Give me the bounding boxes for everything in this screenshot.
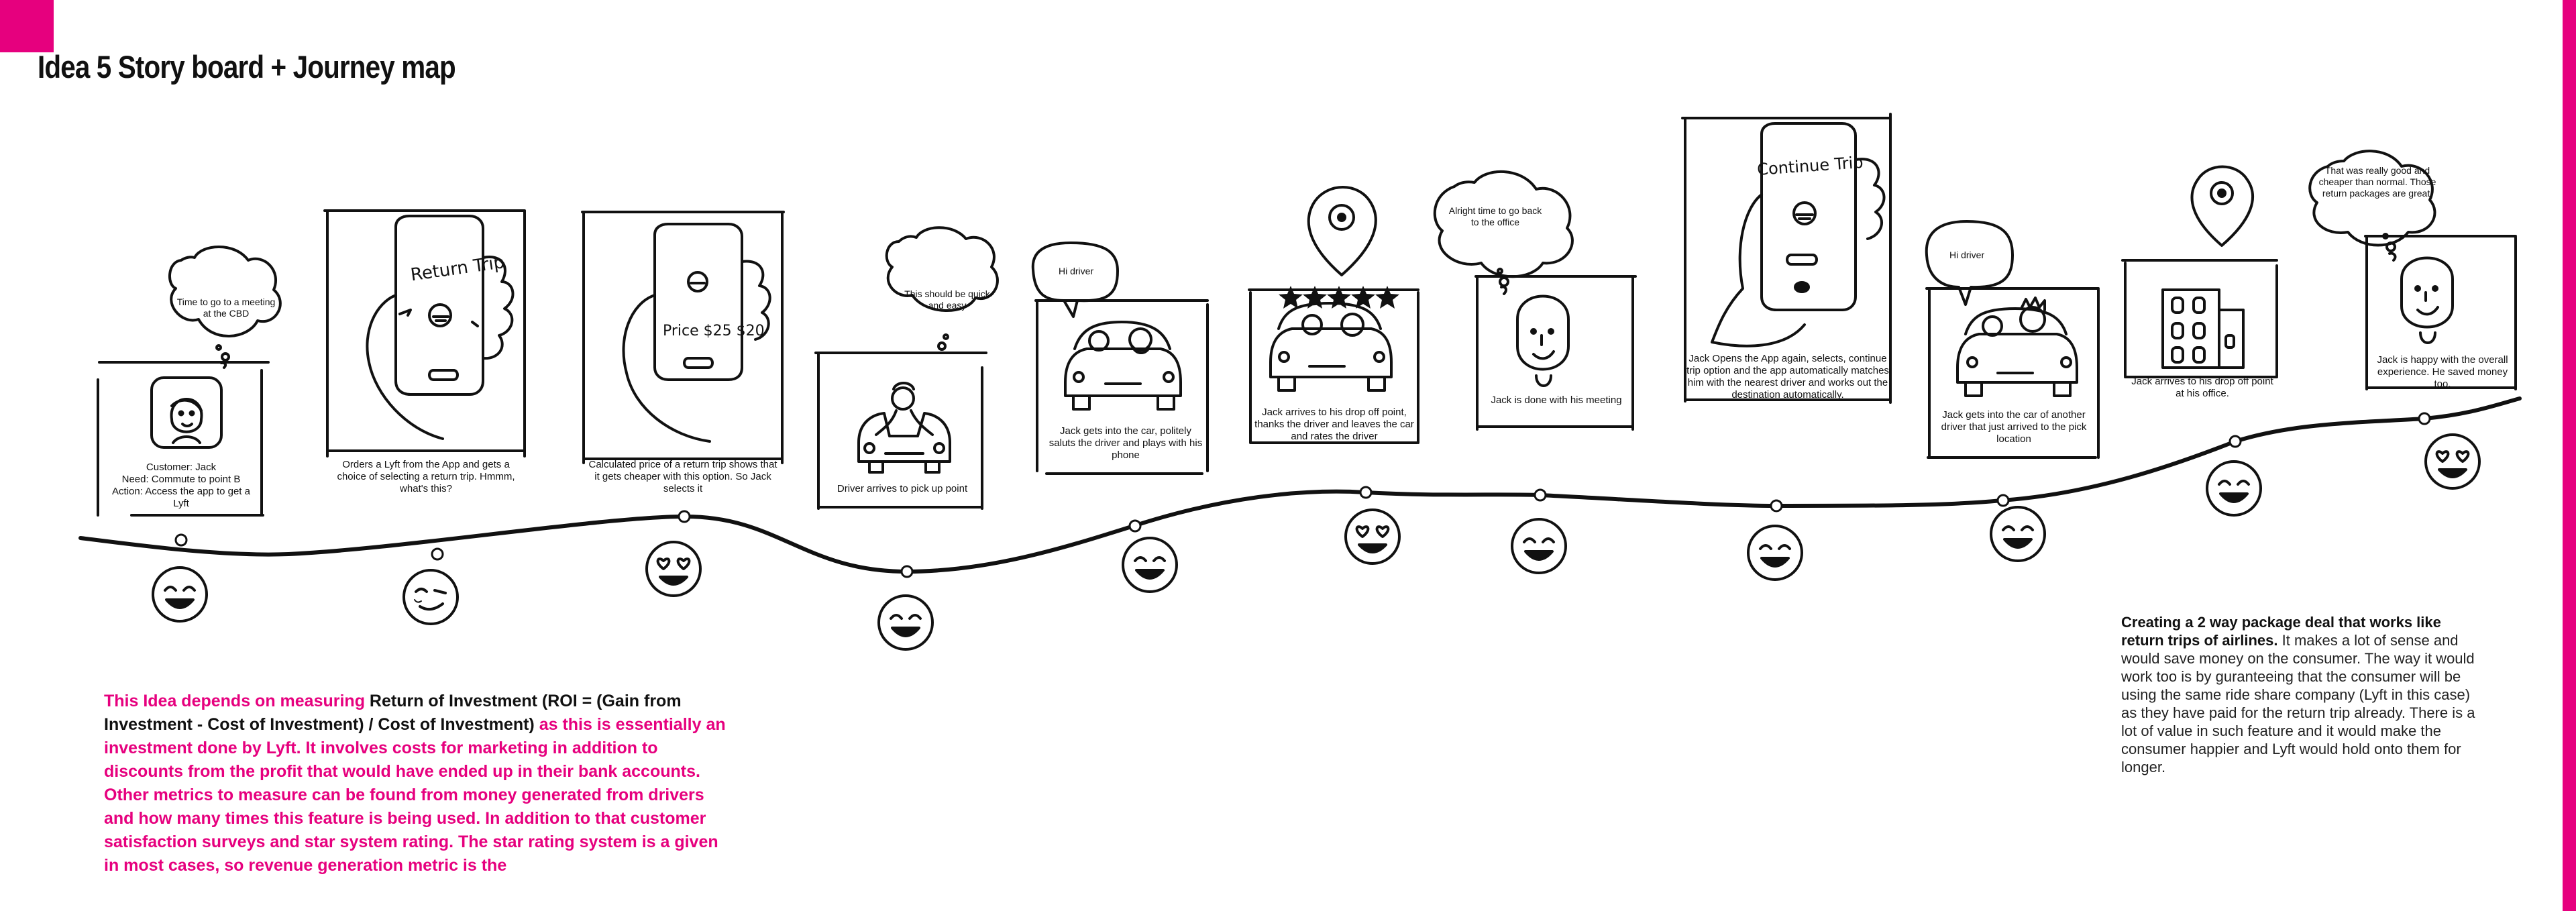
caption-6: Jack arrives to his drop off point, than… <box>1254 407 1414 442</box>
corner-accent <box>0 0 54 52</box>
phone-text-return-trip: Return Trip <box>409 252 506 285</box>
thought-bubble <box>168 246 282 337</box>
hand-holding-phone-icon <box>622 223 771 443</box>
person-face-icon <box>2400 256 2454 344</box>
caption-4: Driver arrives to pick up point <box>837 483 968 494</box>
person-face-icon <box>1516 294 1570 387</box>
emotion-face-wink-icon <box>402 569 459 625</box>
emotion-face-smile-icon <box>1511 518 1567 574</box>
journey-curve <box>78 396 2522 574</box>
phone-text-price: Price $25 $20 <box>663 323 765 339</box>
emotion-face-smile-icon <box>2206 460 2262 517</box>
roi-formula: Return of Investment (ROI = (Gain from I… <box>104 692 682 734</box>
panel-7 <box>1433 170 1637 431</box>
phone-text-continue-trip: Continue Trip <box>1756 153 1864 179</box>
emotion-face-smile-icon <box>152 566 208 623</box>
location-pin-icon <box>2190 165 2254 247</box>
thought-bubble <box>2308 150 2436 247</box>
thought-text-7: Alright time to go back to the office <box>1448 205 1542 227</box>
panel-1 <box>97 246 282 517</box>
roi-rest: as this is essentially an investment don… <box>104 715 726 875</box>
emotion-face-heart-eyes-icon <box>645 541 702 597</box>
panel-3 <box>581 211 785 464</box>
emotion-face-smile-icon <box>877 594 934 651</box>
emotion-faces <box>152 433 2481 651</box>
caption-3: Calculated price of a return trip shows … <box>588 459 777 494</box>
caption-8: Jack Opens the App again, selects, conti… <box>1686 353 1889 400</box>
thought-text-1: Time to go to a meeting at the CBD <box>176 297 276 319</box>
panel-10 <box>2121 165 2278 378</box>
emotion-face-smile-icon <box>1747 525 1803 581</box>
panel-4 <box>814 226 999 510</box>
emotion-face-heart-eyes-icon <box>1344 508 1401 565</box>
speech-bubble <box>1031 242 1119 318</box>
roi-lead: This Idea depends on measuring <box>104 692 370 710</box>
thought-text-11: That was really good and cheaper than no… <box>2318 165 2436 199</box>
panel-6 <box>1248 186 1419 444</box>
concept-heading: Creating a 2 way package deal that works… <box>2121 614 2441 649</box>
panel-8 <box>1681 113 1892 404</box>
panel-11 <box>2308 150 2517 390</box>
caption-7: Jack is done with his meeting <box>1491 394 1622 406</box>
caption-11: Jack is happy with the overall experienc… <box>2377 354 2508 390</box>
office-building-icon <box>2161 288 2245 369</box>
thought-text-4: This should be quick and easy <box>904 288 990 311</box>
car-with-passengers-icon <box>1064 321 1182 411</box>
roi-paragraph: This Idea depends on measuring Return of… <box>104 690 728 877</box>
emotion-face-smile-icon <box>1122 537 1178 593</box>
hand-holding-phone-icon <box>366 215 515 440</box>
thought-bubble <box>1433 170 1574 278</box>
caption-9: Jack gets into the car of another driver… <box>1941 409 2087 445</box>
journey-nodes <box>174 412 2431 578</box>
caption-1: Customer: Jack Need: Commute to point B … <box>112 462 250 509</box>
thought-bubble <box>885 226 999 312</box>
emotion-face-smile-icon <box>1990 506 2046 562</box>
panel-2 <box>323 209 526 458</box>
speech-text-9: Hi driver <box>1949 250 1985 260</box>
hand-holding-phone-icon <box>1711 122 1886 347</box>
emotion-face-heart-eyes-icon <box>2424 433 2481 490</box>
user-portrait-icon <box>150 376 223 449</box>
location-pin-icon <box>1307 186 1377 276</box>
caption-5: Jack gets into the car, politely saluts … <box>1049 425 1203 461</box>
concept-body: It makes a lot of sense and would save m… <box>2121 632 2475 775</box>
car-with-passengers-icon <box>1269 302 1393 392</box>
caption-10: Jack arrives to his drop off point at hi… <box>2131 376 2273 399</box>
right-edge-accent <box>2563 0 2576 911</box>
page-title: Idea 5 Story board + Journey map <box>38 49 456 85</box>
concept-paragraph: Creating a 2 way package deal that works… <box>2121 613 2483 776</box>
car-with-passengers-icon <box>1956 297 2078 397</box>
panel-5 <box>1031 242 1209 475</box>
speech-text-5: Hi driver <box>1059 266 1094 276</box>
panel-9 <box>1925 220 2100 459</box>
caption-2: Orders a Lyft from the App and gets a ch… <box>337 459 515 494</box>
car-with-driver-icon <box>857 382 951 474</box>
speech-bubble <box>1925 220 2014 306</box>
